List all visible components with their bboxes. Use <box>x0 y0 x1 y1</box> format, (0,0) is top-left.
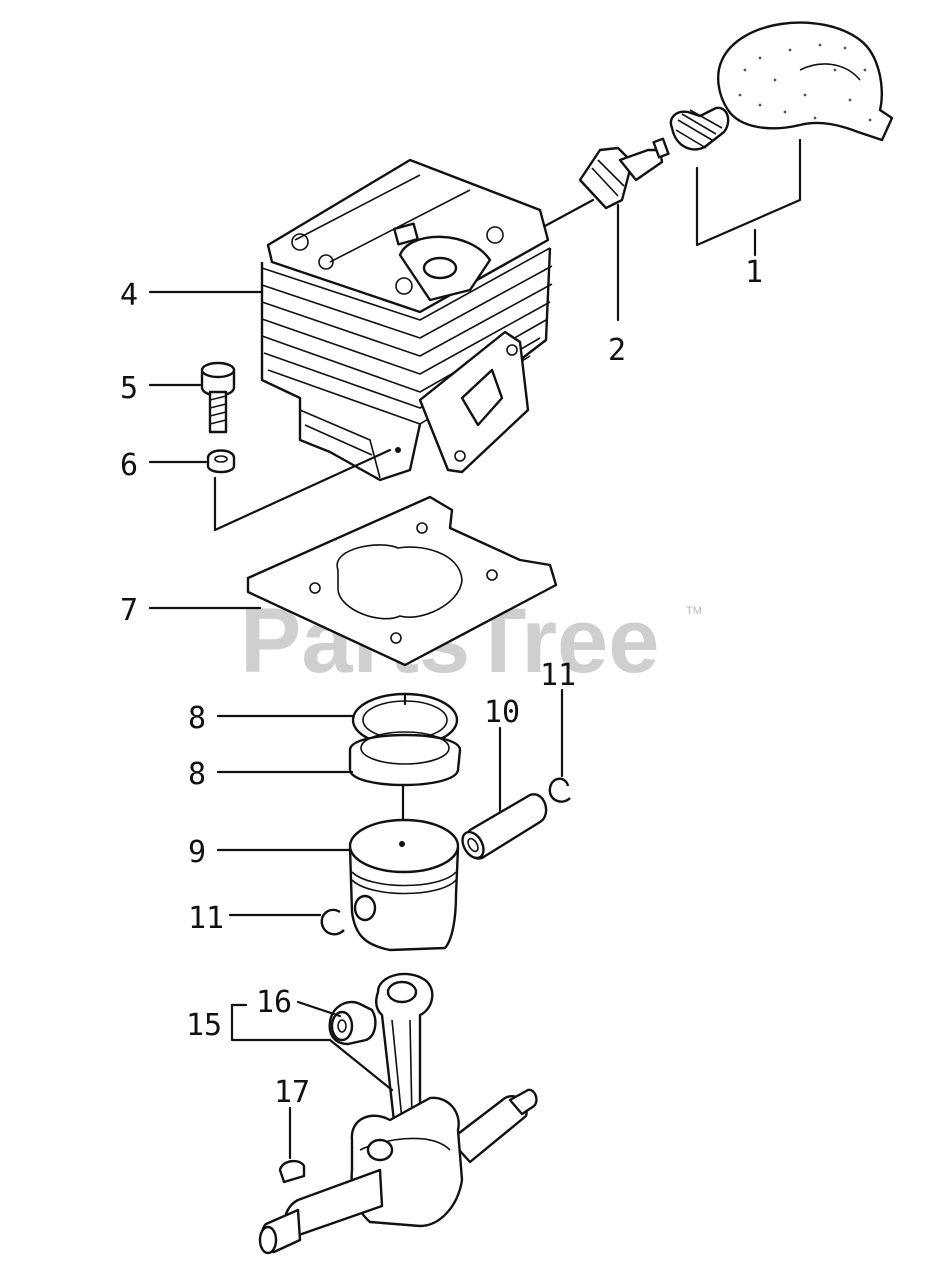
callout-11-left: 11 <box>188 901 224 936</box>
cylinder-bolt[interactable] <box>200 361 236 434</box>
needle-bearing[interactable] <box>328 1000 377 1046</box>
bolt-washer[interactable] <box>206 449 236 474</box>
base-gasket[interactable] <box>246 495 558 667</box>
callout-10: 10 <box>484 695 520 730</box>
connecting-rod[interactable] <box>375 972 434 1132</box>
callout-4: 4 <box>120 278 138 313</box>
callout-15: 15 <box>186 1008 222 1043</box>
piston[interactable] <box>348 818 460 952</box>
callout-5: 5 <box>120 371 138 406</box>
bolt-axis-line <box>213 448 392 532</box>
callout-11-right: 11 <box>540 658 576 693</box>
callout-1: 1 <box>745 255 763 290</box>
callout-6: 6 <box>120 448 138 483</box>
circlip-right[interactable] <box>548 777 571 803</box>
callout-17: 17 <box>274 1075 310 1110</box>
bracket-1 <box>695 138 802 247</box>
callout-7: 7 <box>120 593 138 628</box>
spark-plug[interactable] <box>578 137 670 210</box>
callout-9: 9 <box>188 835 206 870</box>
bracket-15 <box>230 1003 394 1092</box>
piston-pin[interactable] <box>458 793 548 861</box>
callout-8-lower: 8 <box>188 757 206 792</box>
woodruff-key[interactable] <box>278 1159 306 1184</box>
callout-2: 2 <box>608 333 626 368</box>
callout-8-upper: 8 <box>188 701 206 736</box>
boot-spring[interactable] <box>669 106 730 151</box>
spark-plug-boot[interactable] <box>716 21 894 142</box>
watermark-trademark: TM <box>686 605 702 617</box>
leader-16 <box>296 1000 342 1018</box>
piston-ring-lower[interactable] <box>348 731 462 787</box>
crankshaft[interactable] <box>258 1088 538 1255</box>
callout-16: 16 <box>256 985 292 1020</box>
circlip-left[interactable] <box>320 908 345 936</box>
cylinder[interactable] <box>260 158 553 482</box>
